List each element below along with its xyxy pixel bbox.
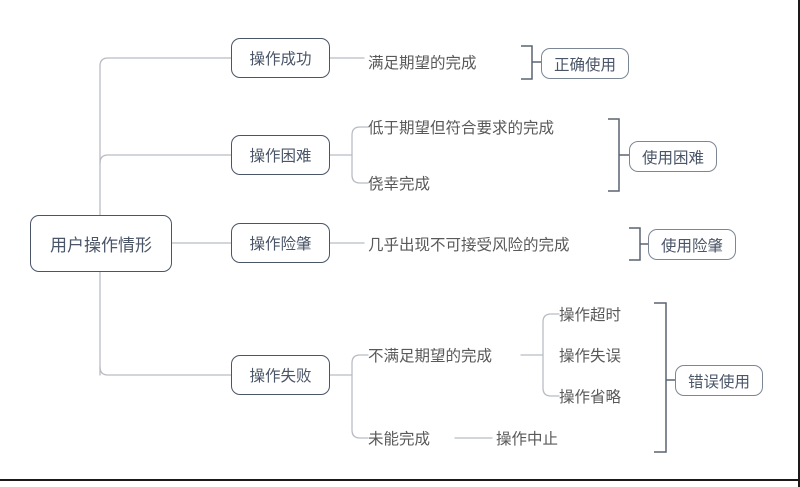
outcome-node-near-miss-use[interactable]: 使用险肇 [648,229,736,260]
detail-node-below-expectation-label: 低于期望但符合要求的完成 [368,119,555,137]
branch-node-nearmiss-label: 操作险肇 [249,235,312,253]
outcome-node-difficult-use-label: 使用困难 [641,148,704,167]
root-node[interactable]: 用户操作情形 [30,215,172,272]
detail-node-meets-expectation-label: 满足期望的完成 [368,54,477,72]
branch-node-nearmiss[interactable]: 操作险肇 [231,223,330,263]
branch-node-success-label: 操作成功 [249,50,312,68]
detail-node-not-meeting-expectation[interactable]: 不满足期望的完成 [368,339,492,371]
detail-node-unable-to-complete[interactable]: 未能完成 [368,422,430,454]
branch-node-failure[interactable]: 操作失败 [231,355,330,395]
outcome-node-correct-use[interactable]: 正确使用 [541,48,629,79]
outcome-node-incorrect-use[interactable]: 错误使用 [675,365,763,396]
detail-node-unable-to-complete-label: 未能完成 [368,430,431,448]
outcome-node-incorrect-use-label: 错误使用 [687,372,750,391]
edge-b2-bracket [351,126,369,184]
page-edge-bottom [0,479,800,481]
bracket-o1 [521,45,533,80]
subdetail-node-mistake[interactable]: 操作失误 [559,339,621,371]
subdetail-node-omission[interactable]: 操作省略 [559,380,621,412]
outcome-node-correct-use-label: 正确使用 [553,55,616,74]
bracket-o2 [608,118,620,192]
detail-node-unacceptable-risk[interactable]: 几乎出现不可接受风险的完成 [368,228,570,260]
root-node-label: 用户操作情形 [50,236,152,256]
subdetail-node-aborted[interactable]: 操作中止 [496,422,558,454]
edge-b4-bracket [351,354,369,439]
branch-node-failure-label: 操作失败 [249,367,312,385]
subdetail-node-aborted-label: 操作中止 [496,430,559,448]
bracket-o4 [654,302,667,453]
subdetail-node-timeout[interactable]: 操作超时 [559,298,621,330]
branch-node-difficulty-label: 操作困难 [249,147,312,165]
branch-node-success[interactable]: 操作成功 [231,38,330,78]
outcome-node-near-miss-use-label: 使用险肇 [660,236,723,255]
detail-node-unacceptable-risk-label: 几乎出现不可接受风险的完成 [368,236,570,254]
detail-node-lucky-completion[interactable]: 侥幸完成 [368,167,430,199]
detail-node-not-meeting-expectation-label: 不满足期望的完成 [368,347,493,365]
subdetail-node-mistake-label: 操作失误 [559,347,622,365]
root-edge-b4 [99,366,232,376]
detail-node-meets-expectation[interactable]: 满足期望的完成 [368,46,477,78]
detail-node-below-expectation[interactable]: 低于期望但符合要求的完成 [368,111,554,143]
edge-d41-bracket [542,313,560,397]
bracket-o3 [629,227,641,261]
subdetail-node-omission-label: 操作省略 [559,388,622,406]
outcome-node-difficult-use[interactable]: 使用困难 [629,141,717,172]
page-edge-right [798,0,800,487]
subdetail-node-timeout-label: 操作超时 [559,306,622,324]
root-edge-b1 [99,57,232,67]
detail-node-lucky-completion-label: 侥幸完成 [368,175,431,193]
branch-node-difficulty[interactable]: 操作困难 [231,135,330,175]
root-edge-b2 [99,154,232,164]
